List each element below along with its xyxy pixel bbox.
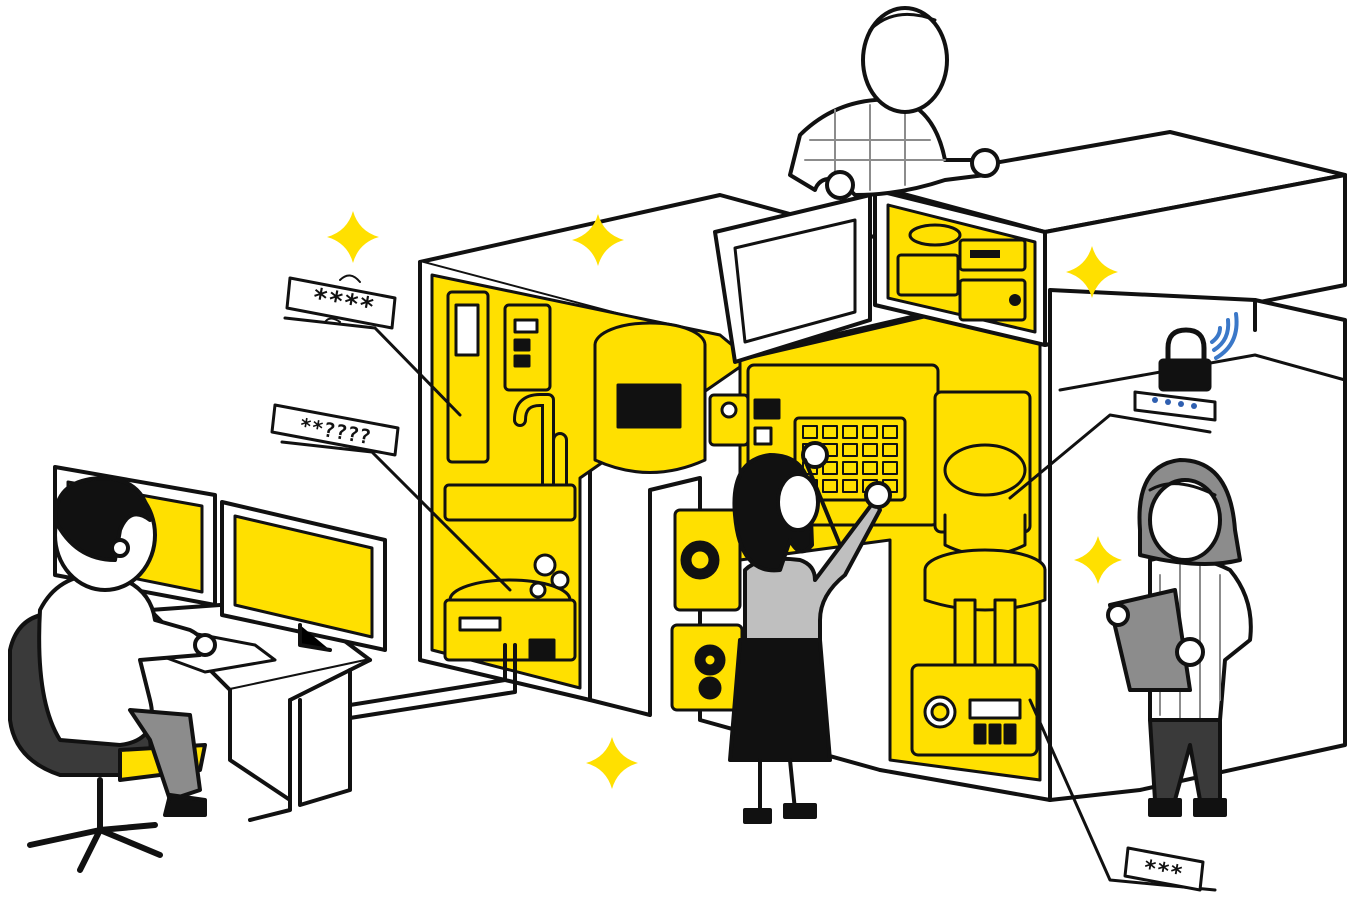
sparkle-icon bbox=[1066, 246, 1118, 298]
keypad-key bbox=[882, 443, 898, 457]
keypad-key bbox=[822, 425, 838, 439]
sparkle-icon bbox=[327, 211, 379, 263]
equipment-left bbox=[443, 290, 750, 662]
sparkle-icon bbox=[586, 737, 638, 789]
keypad-key bbox=[862, 425, 878, 439]
wifi-icon bbox=[1210, 312, 1239, 360]
keypad-key bbox=[882, 425, 898, 439]
sparkle-icon bbox=[572, 214, 624, 266]
seated-operator bbox=[37, 476, 217, 817]
sparkle-icons bbox=[327, 211, 1122, 789]
keypad-key bbox=[822, 479, 838, 493]
keypad-key bbox=[862, 461, 878, 475]
padlock-icon bbox=[1158, 327, 1212, 392]
inspector-woman bbox=[1106, 458, 1253, 817]
keypad-key bbox=[862, 443, 878, 457]
upper-cabinet bbox=[868, 130, 1347, 347]
keypad-key bbox=[882, 461, 898, 475]
sparkle-icon bbox=[1074, 536, 1122, 584]
keypad-key bbox=[842, 479, 858, 493]
keypad-key bbox=[842, 461, 858, 475]
open-door bbox=[713, 193, 872, 364]
keypad-key bbox=[802, 425, 818, 439]
keypad-key bbox=[822, 461, 838, 475]
monitor-right bbox=[220, 500, 387, 652]
password-tag-1-text: **** bbox=[310, 283, 377, 323]
technician-top bbox=[788, 6, 1000, 200]
keypad-icon bbox=[793, 416, 907, 502]
keypad-box bbox=[1133, 390, 1217, 422]
keypad-key bbox=[842, 425, 858, 439]
keypad-key bbox=[842, 443, 858, 457]
technician-woman bbox=[728, 441, 892, 824]
